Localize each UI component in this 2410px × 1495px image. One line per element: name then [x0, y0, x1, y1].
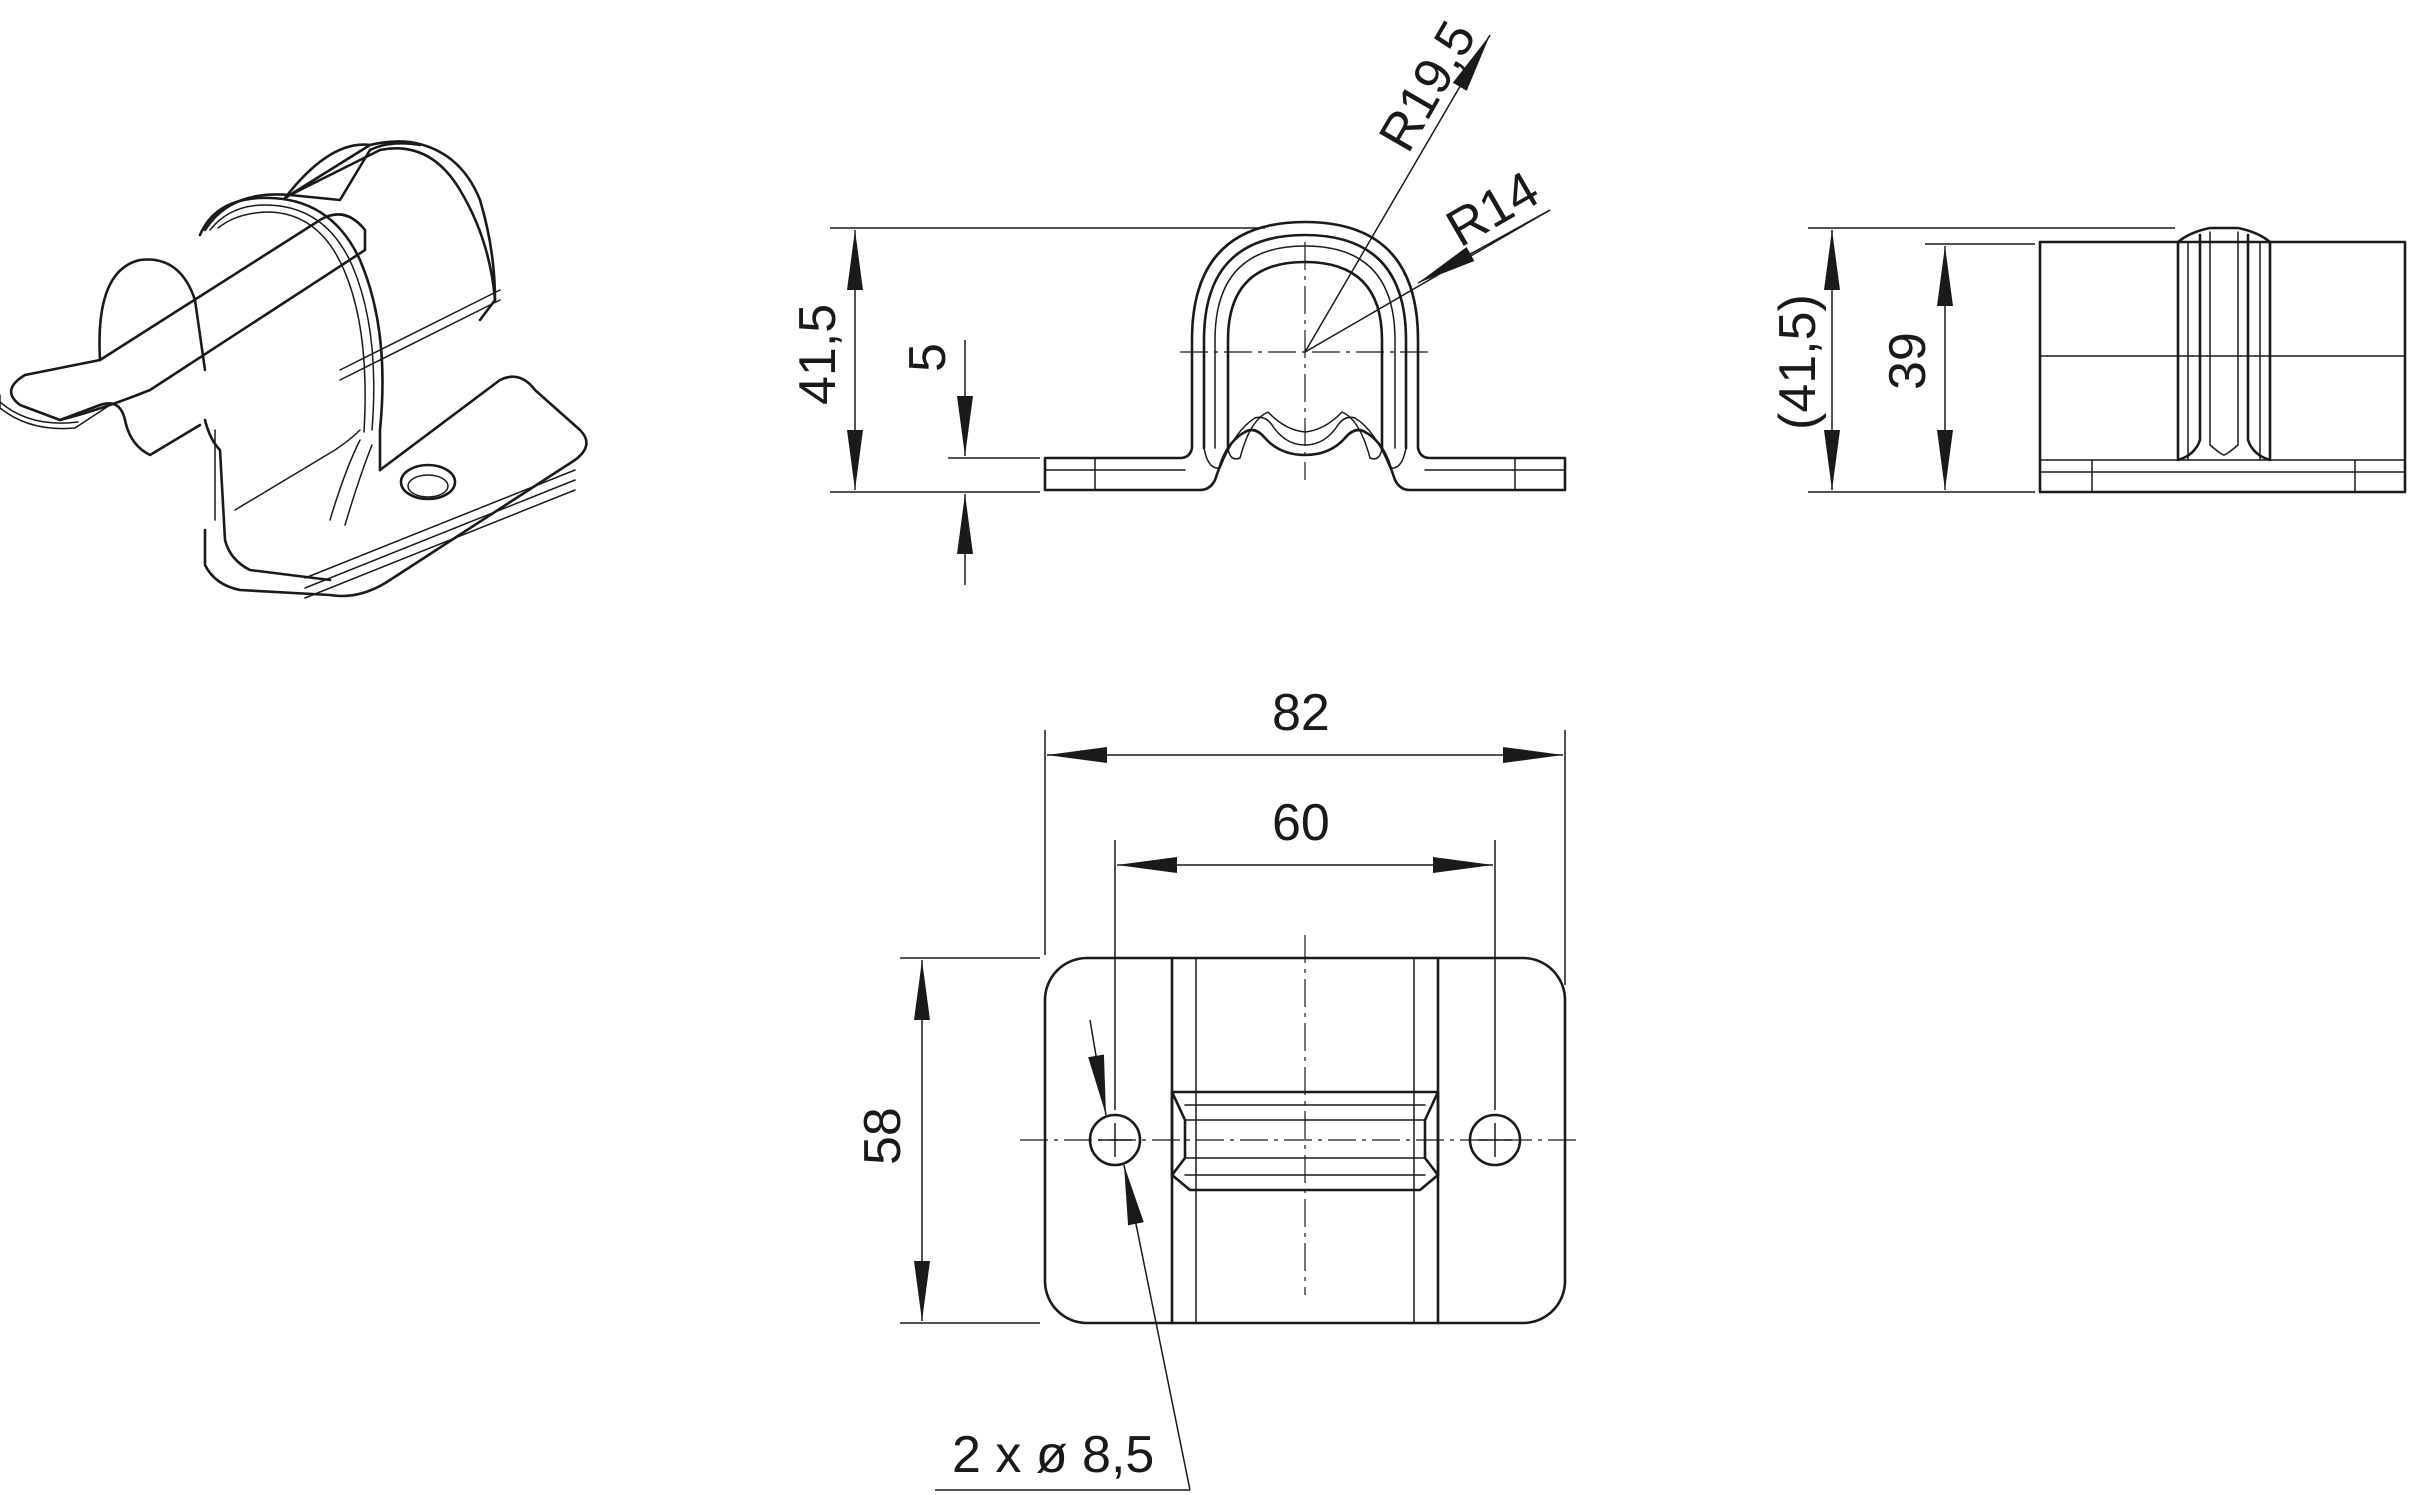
- front-view: R19,5 R14 41,5 5: [789, 12, 1567, 585]
- side-view: (41,5) 39: [1769, 226, 2407, 494]
- mounting-hole-right: [1468, 1113, 1522, 1167]
- r-outer-label: R19,5: [1368, 12, 1488, 161]
- height-side-label: 39: [1879, 332, 1937, 390]
- hole-spacing-label: 60: [1272, 794, 1330, 852]
- r-outer-leader: [1304, 34, 1491, 353]
- height-front-label: 41,5: [789, 304, 847, 405]
- height-side-ref-label: (41,5): [1769, 294, 1827, 430]
- overall-width-label: 82: [1272, 684, 1330, 742]
- top-view: 82 60 58 2 x ø 8,5: [854, 684, 1580, 1491]
- depth-label: 58: [854, 1107, 912, 1165]
- isometric-view: [0, 140, 588, 599]
- thickness-label: 5: [899, 343, 957, 372]
- mounting-hole-left: [1088, 1113, 1142, 1167]
- hole-diameter-label: 2 x ø 8,5: [952, 1426, 1154, 1484]
